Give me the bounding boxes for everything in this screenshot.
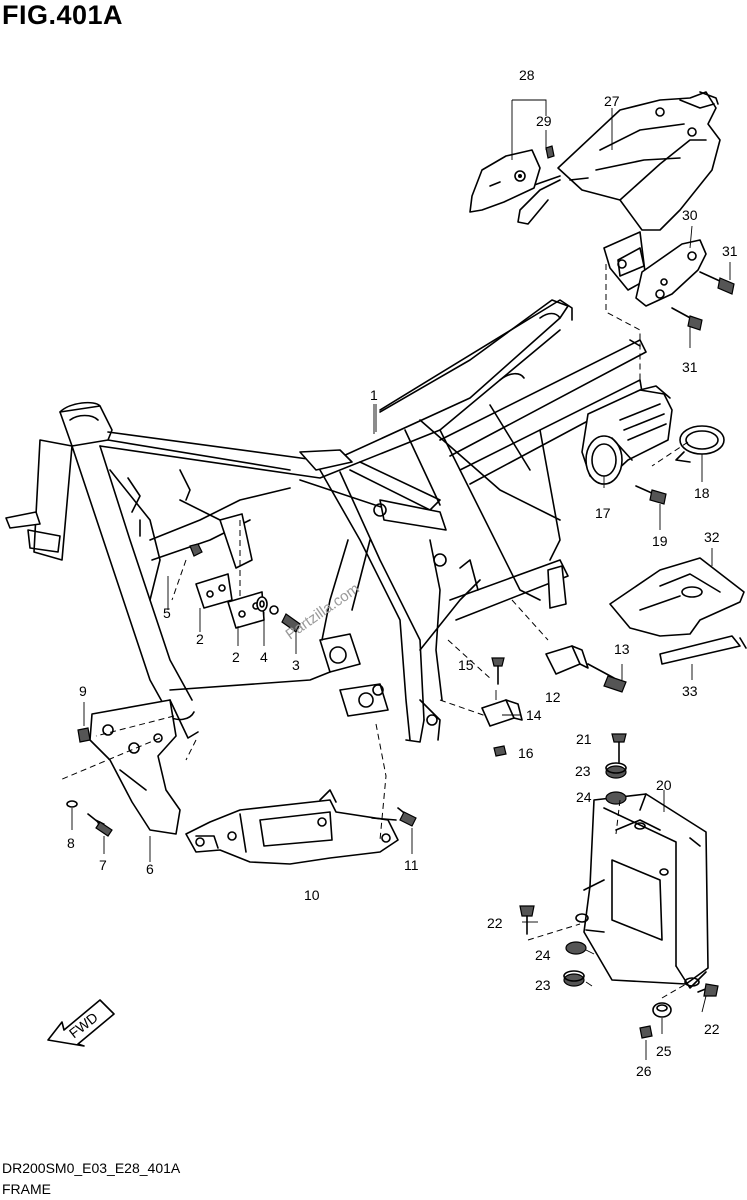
grommet-part-24-upper[interactable] (605, 791, 627, 805)
callout-31b: 31 (682, 359, 698, 375)
bolt-part-21[interactable] (611, 733, 627, 763)
callout-7: 7 (99, 857, 107, 873)
callout-14: 14 (526, 707, 542, 723)
rubber-part-14[interactable] (481, 699, 523, 727)
callout-16: 16 (518, 745, 534, 761)
bolt-part-11[interactable] (397, 807, 417, 827)
callout-18: 18 (694, 485, 710, 501)
callout-6: 6 (146, 861, 154, 877)
model-code: DR200SM0_E03_E28_401A (2, 1160, 181, 1176)
callout-3: 3 (292, 657, 300, 673)
bolt-part-13[interactable] (587, 663, 627, 693)
fwd-arrow-icon: FWD (47, 999, 115, 1047)
bolt-part-31-upper[interactable] (699, 271, 735, 295)
nut-part-5[interactable] (189, 543, 203, 557)
callout-24b: 24 (535, 947, 551, 963)
callout-13: 13 (614, 641, 630, 657)
callout-4: 4 (260, 649, 268, 665)
callout-29: 29 (536, 113, 552, 129)
cushion-part-12[interactable] (545, 645, 589, 675)
engine-bracket-part[interactable] (195, 573, 265, 629)
callout-30: 30 (682, 207, 698, 223)
grommet-part-23-upper[interactable] (605, 762, 627, 779)
callout-17: 17 (595, 505, 611, 521)
callout-15: 15 (458, 657, 474, 673)
callout-25: 25 (656, 1043, 672, 1059)
callout-33: 33 (682, 683, 698, 699)
callout-28: 28 (519, 67, 535, 83)
air-duct-part[interactable] (581, 385, 673, 485)
callout-2b: 2 (232, 649, 240, 665)
callout-8: 8 (67, 835, 75, 851)
callout-22b: 22 (704, 1021, 720, 1037)
cover-part-32[interactable] (609, 557, 745, 637)
callout-2a: 2 (196, 631, 204, 647)
callout-24a: 24 (576, 789, 592, 805)
callout-26: 26 (636, 1063, 652, 1079)
callout-5: 5 (163, 605, 171, 621)
rear-frame-part[interactable] (517, 91, 721, 291)
battery-box-part[interactable] (575, 793, 709, 989)
nut-part-26[interactable] (639, 1025, 653, 1039)
bracket-part-28[interactable] (469, 149, 541, 213)
main-frame-part[interactable] (5, 299, 647, 743)
callout-1: 1 (370, 387, 378, 403)
collar-part-25[interactable] (652, 1002, 672, 1018)
callout-32: 32 (704, 529, 720, 545)
callout-23a: 23 (575, 763, 591, 779)
washer-part-4[interactable] (256, 596, 268, 612)
nut-part-16[interactable] (493, 745, 507, 757)
bolt-part-22-right[interactable] (697, 983, 719, 997)
washer-part-8[interactable] (66, 800, 78, 808)
clamp-part-18[interactable] (675, 425, 725, 463)
front-mount-bracket-part[interactable] (89, 699, 181, 835)
bolt-part-31-lower[interactable] (671, 307, 703, 331)
grommet-part-24-lower[interactable] (565, 941, 587, 955)
skid-plate-part[interactable] (185, 789, 399, 865)
callout-31a: 31 (722, 243, 738, 259)
dashed-alignment-lines (59, 264, 689, 999)
callout-27: 27 (604, 93, 620, 109)
callout-10: 10 (304, 887, 320, 903)
callout-numbers: 1 2 2 3 4 5 6 7 8 9 10 11 12 13 14 15 16… (67, 67, 738, 1079)
callout-20: 20 (656, 777, 672, 793)
rod-part-33[interactable] (659, 635, 747, 665)
bolt-part-7[interactable] (87, 813, 113, 837)
side-plate-part[interactable] (635, 239, 707, 307)
leader-lines (71, 99, 731, 1060)
callout-9: 9 (79, 683, 87, 699)
figure-title: FIG.401A (2, 0, 124, 30)
callout-21: 21 (576, 731, 592, 747)
callout-12: 12 (545, 689, 561, 705)
grommet-part-23-lower[interactable] (563, 970, 585, 987)
callout-23b: 23 (535, 977, 551, 993)
section-name: FRAME (2, 1181, 51, 1197)
nut-part-29[interactable] (545, 145, 555, 159)
callout-11: 11 (404, 857, 419, 873)
nut-part-9[interactable] (77, 727, 91, 743)
callout-19: 19 (652, 533, 668, 549)
screw-part-15[interactable] (491, 657, 505, 685)
bolt-part-19[interactable] (635, 485, 667, 505)
bolt-part-22-left[interactable] (519, 905, 535, 935)
callout-22a: 22 (487, 915, 503, 931)
